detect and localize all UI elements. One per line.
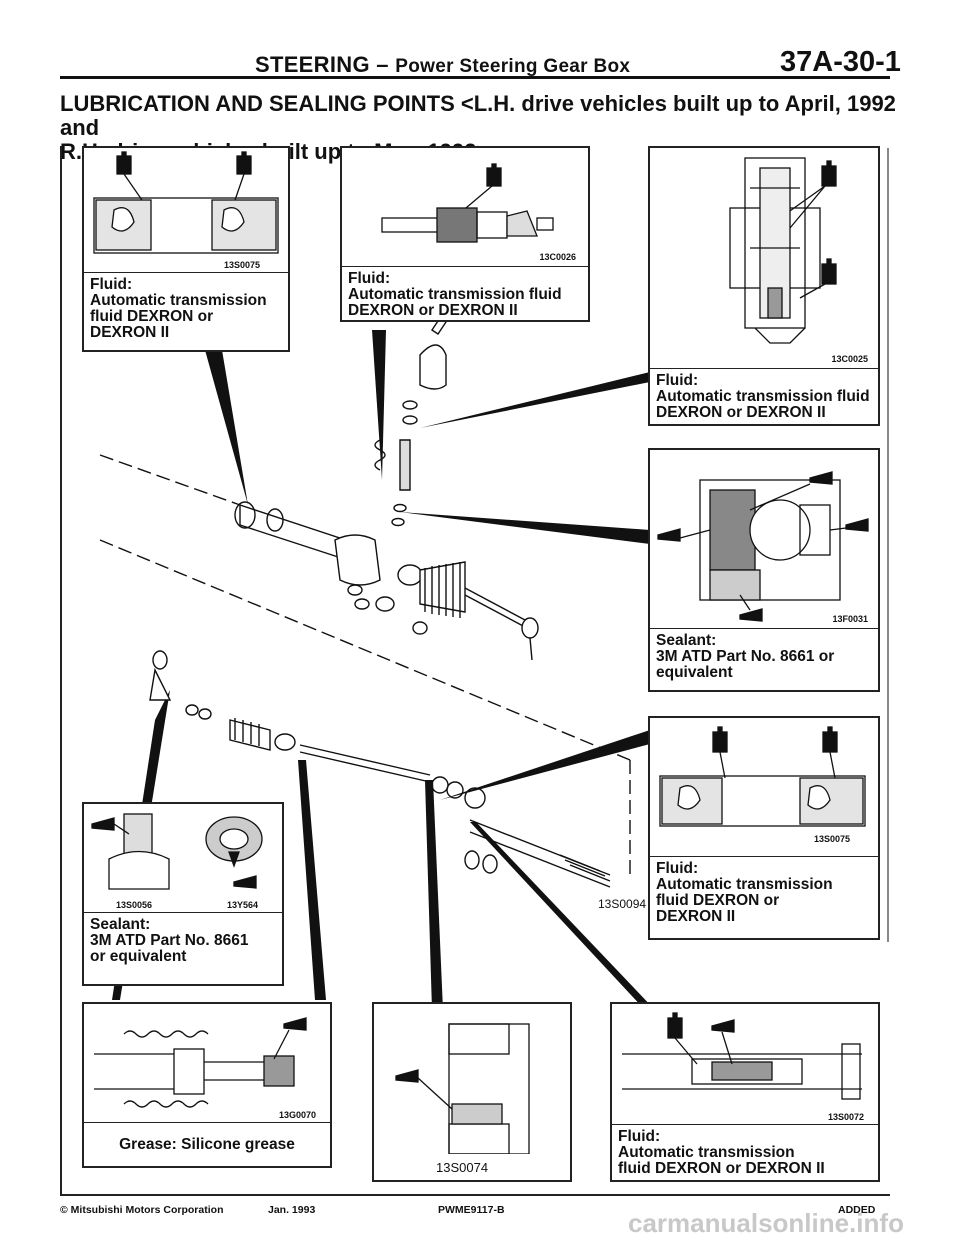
box-lower-right: 13S0075 Fluid: Automatic transmission fl… [648,716,880,940]
frame-bottom [60,1194,890,1196]
boot-grease-drawing [94,1017,307,1108]
bearing-seal-drawing [659,726,866,827]
box-code: 13S0072 [827,1112,864,1122]
page-code: 37A-30-1 [780,46,901,78]
box-bottom-right: 13S0072 Fluid: Automatic transmission fl… [610,1002,880,1182]
caption-line: Automatic transmission [656,876,833,893]
caption-line: 3M ATD Part No. 8661 [90,932,249,949]
box-caption: Sealant: 3M ATD Part No. 8661 or equival… [650,628,878,685]
box-code-b: 13Y564 [226,900,258,910]
caption-line: Fluid: [90,276,133,293]
caption-line: Automatic transmission fluid [348,286,562,303]
caption-line: fluid DEXRON or [656,892,780,909]
header-title: STEERING – Power Steering Gear Box [255,52,630,78]
box-top-left: 13S0075 Fluid: Automatic transmission fl… [82,146,290,352]
caption-line: Sealant: [90,916,151,933]
rack-seal-drawing [622,1012,862,1100]
valve-shaft-drawing [381,163,554,243]
bearing-seal-drawing [93,151,279,254]
header-rule [60,76,890,79]
footer-doc-code: PWME9117-B [438,1204,505,1216]
box-caption: Fluid: Automatic transmission fluid DEXR… [650,368,878,425]
box-code: 13F0031 [832,614,868,624]
caption-line: Fluid: [348,270,391,287]
rack-bushing-drawing [395,1023,530,1154]
box-code: 13S0074 [436,1160,489,1175]
box-code: 13C0025 [831,354,868,364]
caption-line: DEXRON or DEXRON II [348,302,518,319]
gear-housing-drawing [657,471,869,622]
watermark: carmanualsonline.info [628,1208,904,1238]
valve-body-drawing [729,157,837,344]
caption-line: DEXRON or DEXRON II [656,404,826,421]
caption-line: DEXRON II [90,324,170,341]
caption-line: Fluid: [656,372,699,389]
footer-status: ADDED [838,1204,876,1216]
box-top-right: 13C0025 Fluid: Automatic transmission fl… [648,146,880,426]
box-code: 13S0075 [813,834,850,844]
box-code: 13C0026 [539,252,576,262]
caption-line: DEXRON II [656,908,736,925]
caption-line: Sealant: [656,632,717,649]
box-caption: Fluid: Automatic transmission fluid DEXR… [612,1124,878,1181]
box-code: 13S0075 [223,260,260,270]
box-mid-right: 13F0031 Sealant: 3M ATD Part No. 8661 or… [648,448,880,692]
caption-line: fluid DEXRON or [90,308,214,325]
caption-line: Fluid: [618,1128,661,1145]
caption-line: 3M ATD Part No. 8661 or [656,648,835,665]
caption-line: fluid DEXRON or DEXRON II [618,1160,825,1177]
box-bottom-mid: 13S0074 [372,1002,572,1182]
box-lower-left: 13S0056 13Y564 Sealant: 3M ATD Part No. … [82,802,284,986]
header-section: STEERING [255,52,370,77]
box-caption: Fluid: Automatic transmission fluid DEXR… [342,266,588,323]
footer-copyright: © Mitsubishi Motors Corporation [60,1204,224,1216]
box-caption: Fluid: Automatic transmission fluid DEXR… [84,272,288,345]
box-bottom-left: 13G0070 Grease: Silicone grease [82,1002,332,1168]
caption-line: Automatic transmission [90,292,267,309]
caption-line: Automatic transmission fluid [656,388,870,405]
caption-line: Grease: Silicone grease [119,1136,295,1153]
caption-line: or equivalent [90,948,187,965]
box-caption: Grease: Silicone grease [84,1122,330,1157]
header-subtitle: Power Steering Gear Box [395,56,631,77]
main-title-line-1: LUBRICATION AND SEALING POINTS <L.H. dri… [60,91,896,140]
box-top-mid: 13C0026 Fluid: Automatic transmission fl… [340,146,590,322]
tie-rod-end-drawing [91,813,263,890]
caption-line: Automatic transmission [618,1144,795,1161]
box-code: 13G0070 [278,1110,316,1120]
frame-left [60,146,62,1196]
main-diagram-code: 13S0094 [598,897,647,911]
caption-line: equivalent [656,664,733,681]
header-separator: – [376,52,389,77]
box-caption: Sealant: 3M ATD Part No. 8661 or equival… [84,912,282,969]
footer-date: Jan. 1993 [268,1204,316,1216]
caption-line: Fluid: [656,860,699,877]
box-code-a: 13S0056 [116,900,153,910]
box-caption: Fluid: Automatic transmission fluid DEXR… [650,856,878,929]
